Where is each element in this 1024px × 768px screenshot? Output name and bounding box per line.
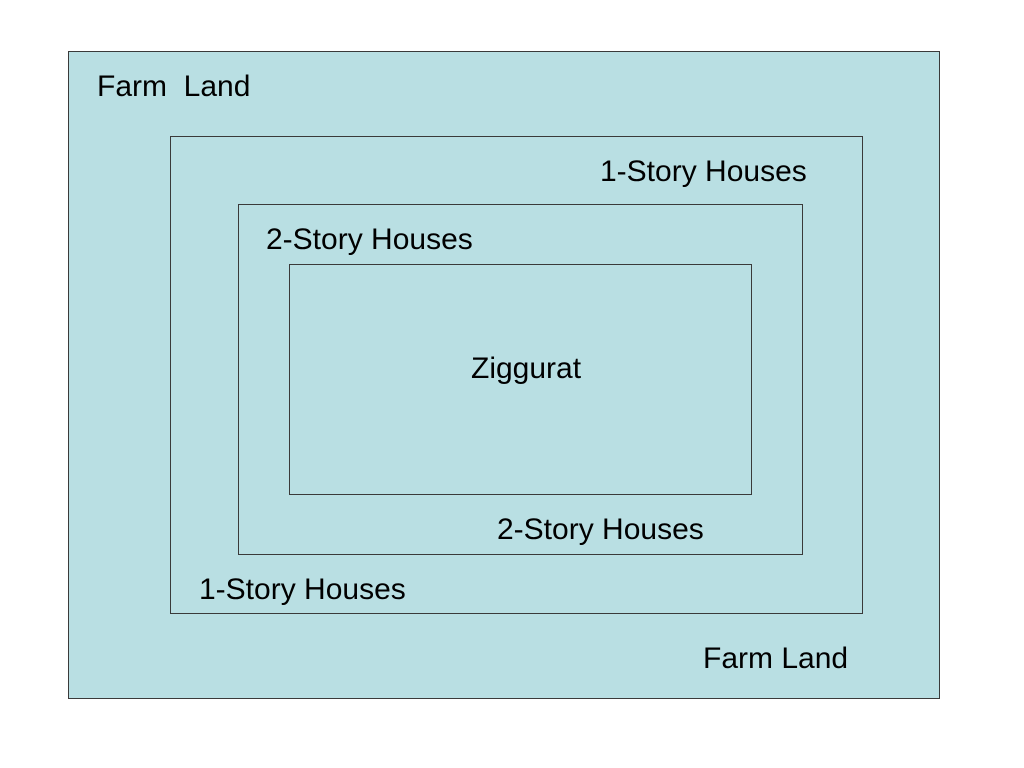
ziggurat-label: Ziggurat	[471, 352, 582, 385]
farm-land-label-top: Farm Land	[97, 70, 251, 103]
two-story-houses-label-top: 2-Story Houses	[266, 223, 473, 256]
one-story-houses-label-bottom: 1-Story Houses	[199, 573, 406, 606]
one-story-houses-label-top: 1-Story Houses	[600, 155, 807, 188]
farm-land-label-bottom: Farm Land	[703, 642, 849, 675]
ziggurat-zone	[289, 264, 752, 495]
two-story-houses-label-bottom: 2-Story Houses	[497, 513, 704, 546]
